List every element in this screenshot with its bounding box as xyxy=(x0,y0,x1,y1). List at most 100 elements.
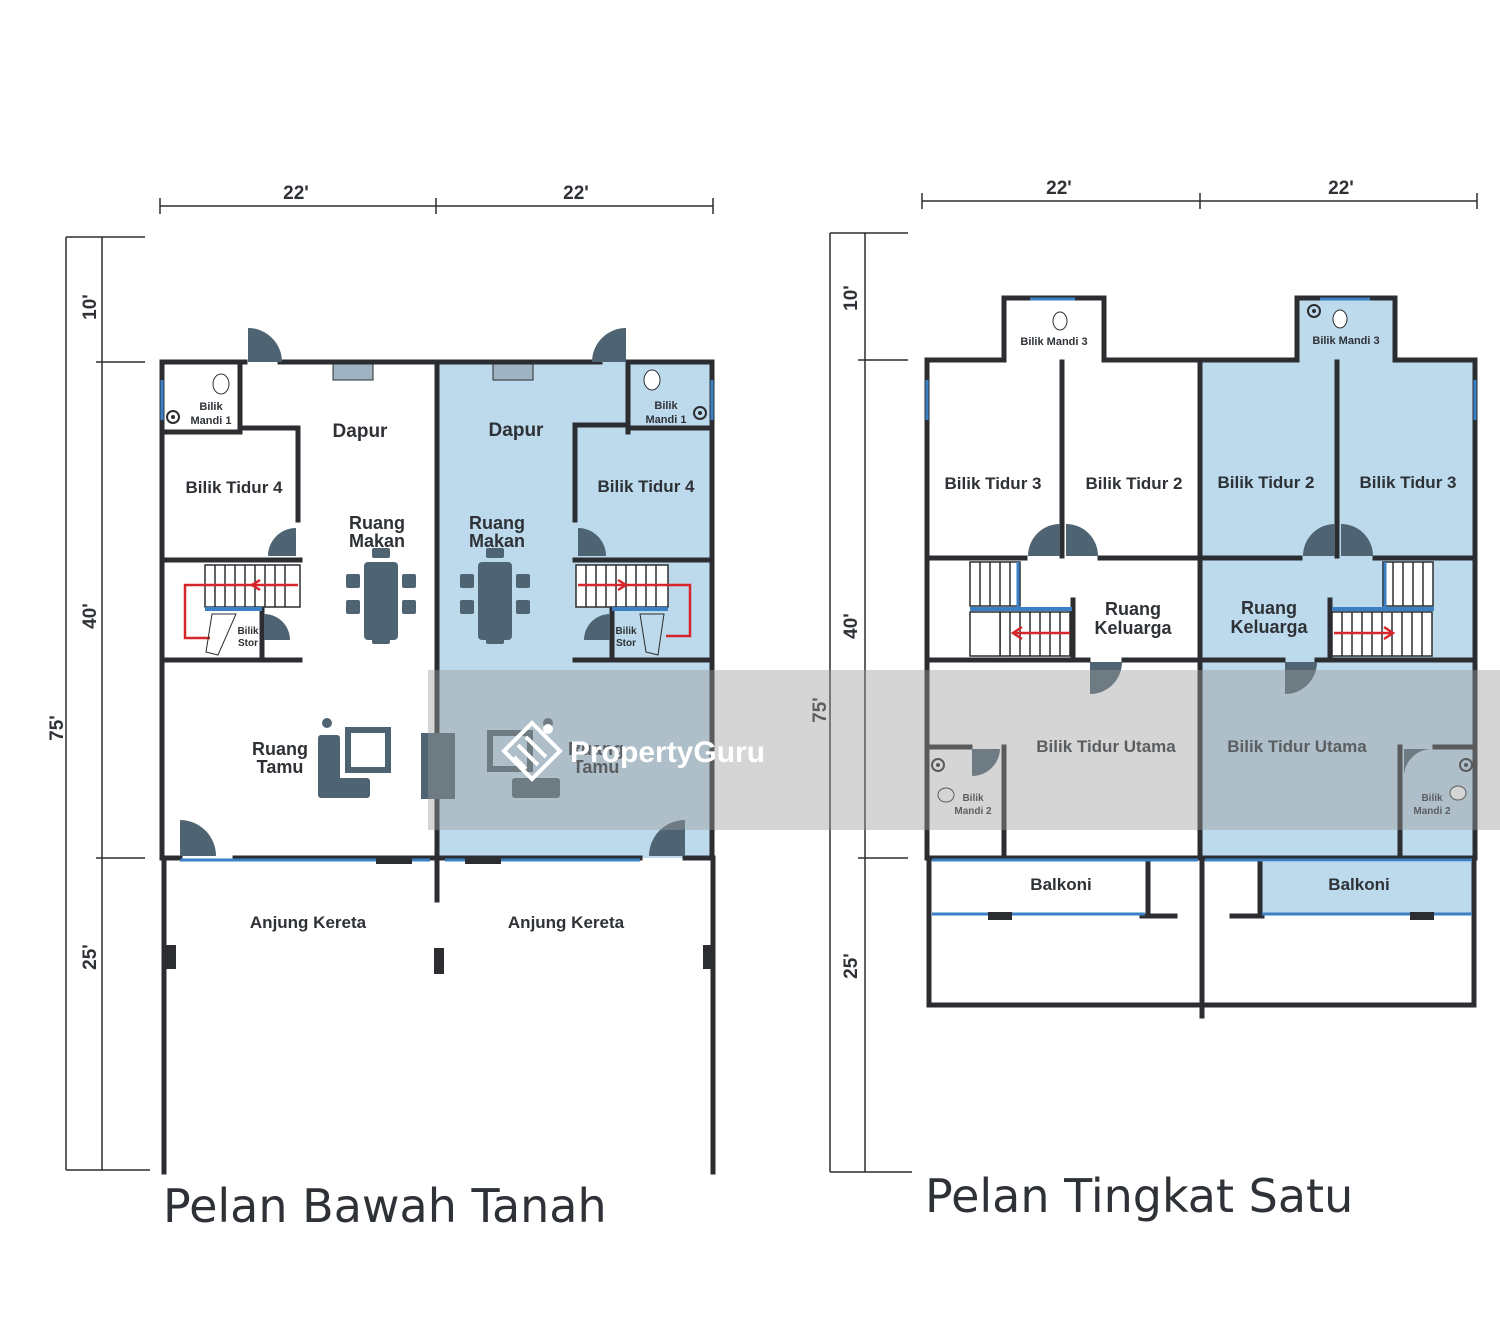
first-left-bedroom3-label: Bilik Tidur 3 xyxy=(945,474,1042,493)
ground-right-porch-label: Anjung Kereta xyxy=(508,913,625,932)
first-windows xyxy=(925,297,1477,916)
ground-left-bathroom-label-2: Mandi 1 xyxy=(191,415,232,427)
ground-left-living-label-2: Tamu xyxy=(257,757,304,777)
ground-left-front-door-icon xyxy=(180,820,216,856)
first-right-stairs xyxy=(1331,561,1434,657)
first-right-master-label: Bilik Tidur Utama xyxy=(1227,737,1367,756)
first-right-bath3-label: Bilik Mandi 3 xyxy=(1312,335,1379,347)
floor-drain-icon xyxy=(166,410,180,424)
ground-right-kitchen-label: Dapur xyxy=(489,420,545,441)
ground-left-store-label-1: Bilik xyxy=(237,626,259,637)
ground-room-labels: Bilik Mandi 1 Bilik Mandi 1 Dapur Dapur … xyxy=(186,400,696,932)
ground-floor-plan: 22' 22' 10' 40' 75' 25' xyxy=(47,183,716,1233)
first-bedroom2-left-door-icon xyxy=(1066,524,1098,556)
ground-left-living-label-1: Ruang xyxy=(252,739,308,759)
first-right-bedroom2-label: Bilik Tidur 2 xyxy=(1218,473,1315,492)
ground-tv-cabinet xyxy=(421,733,455,799)
toilet-icon xyxy=(1052,311,1068,331)
first-dim-main: 40' xyxy=(841,613,862,639)
ground-right-dining-table xyxy=(460,548,530,644)
ground-dim-total-depth: 75' xyxy=(47,715,68,741)
first-left-bath2-label-2: Mandi 2 xyxy=(954,806,992,817)
ground-left-sink xyxy=(332,363,374,381)
ground-left-porch-label: Anjung Kereta xyxy=(250,913,367,932)
first-dimension-lines xyxy=(829,193,1478,1173)
first-room-labels: Bilik Mandi 3 Bilik Mandi 3 Bilik Tidur … xyxy=(945,335,1457,894)
first-right-bath2-label-1: Bilik xyxy=(1421,793,1443,804)
ground-left-store-door-icon xyxy=(264,614,290,640)
ground-floor-title: Pelan Bawah Tanah xyxy=(163,1179,607,1233)
first-bedroom3-left-door-icon xyxy=(1028,524,1060,556)
first-floor-title: Pelan Tingkat Satu xyxy=(925,1169,1353,1223)
first-walls xyxy=(924,295,1478,1019)
ground-right-bathroom-label-1: Bilik xyxy=(654,400,678,412)
ground-right-store-label-1: Bilik xyxy=(615,626,637,637)
ground-right-dining-label-2: Makan xyxy=(469,531,525,551)
ground-left-dining-table xyxy=(346,548,416,644)
first-left-bedroom2-label: Bilik Tidur 2 xyxy=(1086,474,1183,493)
ground-right-sink xyxy=(492,363,534,381)
ground-left-stairs xyxy=(183,564,301,656)
ground-walls xyxy=(159,359,716,1175)
ground-right-back-door-icon xyxy=(592,328,626,362)
ground-dimension-lines xyxy=(65,198,714,1171)
first-dim-total-depth: 75' xyxy=(810,697,831,723)
ground-right-bedroom4-label: Bilik Tidur 4 xyxy=(598,477,696,496)
ground-right-dining-label-1: Ruang xyxy=(469,513,525,533)
ground-dim-back: 25' xyxy=(80,944,101,970)
ground-dim-front: 10' xyxy=(80,294,101,320)
first-bedroom3-right-door-icon xyxy=(1341,524,1373,556)
ground-dim-width-right: 22' xyxy=(563,183,589,204)
first-floor-plan: 22' 22' 10' 40' 75' 25' xyxy=(810,178,1478,1223)
floor-drain-icon xyxy=(931,758,945,772)
first-left-master-label: Bilik Tidur Utama xyxy=(1036,737,1176,756)
floor-drain-icon xyxy=(1459,758,1473,772)
ground-right-store-door-icon xyxy=(584,614,610,640)
first-left-stairs xyxy=(969,561,1072,657)
floor-drain-icon xyxy=(693,406,707,420)
ground-dim-main: 40' xyxy=(80,603,101,629)
first-left-bath3-label: Bilik Mandi 3 xyxy=(1020,336,1087,348)
ground-right-living-label-2: Tamu xyxy=(573,757,620,777)
first-bedroom2-right-door-icon xyxy=(1303,524,1335,556)
ground-right-bathroom-label-2: Mandi 1 xyxy=(646,414,687,426)
ground-left-bedroom4-label: Bilik Tidur 4 xyxy=(186,478,284,497)
watermark-brand-text: PropertyGuru xyxy=(570,736,765,769)
first-dim-width-left: 22' xyxy=(1046,178,1072,199)
watermark: PropertyGuru xyxy=(428,670,1500,830)
toilet-icon xyxy=(937,787,955,803)
ground-left-dining-label-1: Ruang xyxy=(349,513,405,533)
toilet-icon xyxy=(1332,309,1348,329)
ground-left-back-door-icon xyxy=(248,328,282,362)
first-left-family-label-1: Ruang xyxy=(1105,599,1161,619)
ground-right-store-label-2: Stor xyxy=(616,638,636,649)
first-bath2-right-door-icon xyxy=(1404,749,1432,776)
first-right-balcony-label: Balkoni xyxy=(1328,875,1389,894)
propertyguru-logo-icon xyxy=(501,720,563,782)
ground-dim-width-left: 22' xyxy=(283,183,309,204)
first-left-balcony-label: Balkoni xyxy=(1030,875,1091,894)
first-right-family-label-2: Keluarga xyxy=(1230,617,1308,637)
first-right-family-label-1: Ruang xyxy=(1241,598,1297,618)
first-dim-back: 25' xyxy=(841,953,862,979)
toilet-icon xyxy=(643,369,661,391)
ground-right-living-label-1: Ruang xyxy=(568,739,624,759)
first-left-bath2-label-1: Bilik xyxy=(962,793,984,804)
first-right-bath2-label-2: Mandi 2 xyxy=(1413,806,1451,817)
ground-left-bedroom-door-icon xyxy=(268,528,296,556)
floor-drain-icon xyxy=(1307,304,1321,318)
first-master-right-door-icon xyxy=(1285,662,1317,694)
first-master-left-door-icon xyxy=(1090,662,1122,694)
toilet-icon xyxy=(212,373,230,395)
first-right-bedroom3-label: Bilik Tidur 3 xyxy=(1360,473,1457,492)
first-dim-width-right: 22' xyxy=(1328,178,1354,199)
ground-left-sofa-set xyxy=(318,718,455,799)
ground-doors xyxy=(180,328,685,856)
ground-right-bedroom-door-icon xyxy=(578,528,606,556)
ground-left-dining-label-2: Makan xyxy=(349,531,405,551)
first-dim-front: 10' xyxy=(841,285,862,311)
ground-left-bathroom-label-1: Bilik xyxy=(199,401,223,413)
first-doors xyxy=(972,524,1432,776)
toilet-icon xyxy=(1449,785,1467,801)
